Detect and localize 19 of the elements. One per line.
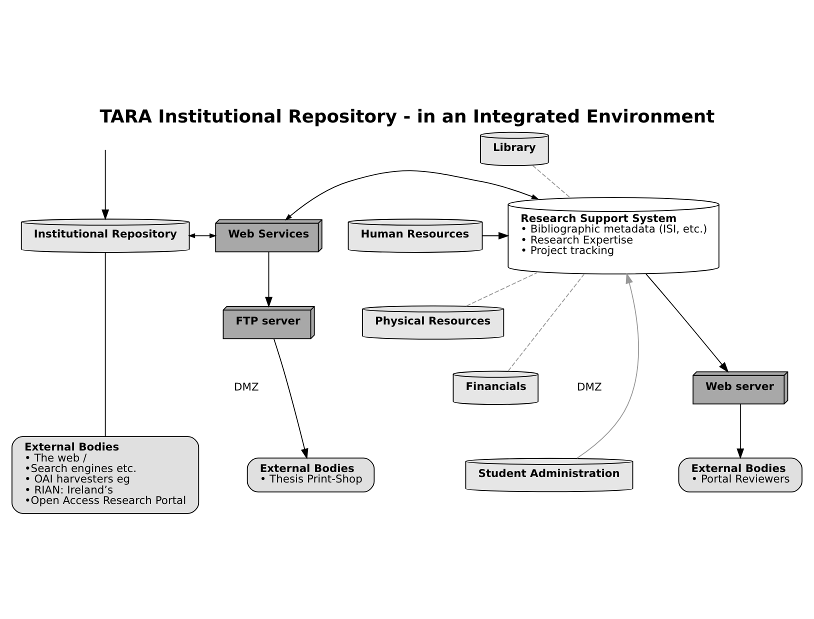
connector [104,252,106,438]
connector [508,274,585,372]
arrow [482,232,510,240]
connector [466,272,538,306]
arrow [188,233,217,238]
arrow [646,274,729,373]
arrow [273,338,308,460]
arrow [576,272,639,459]
arrow [284,170,539,221]
node-box: External Bodies • The web / •Search engines etc. • OAI harvesters eg • RIAN: Ireland’s •Open Access Research Portal [12,436,200,514]
arrow [265,251,273,308]
node-box: External Bodies • Thesis Print-Shop [246,458,375,492]
connector [532,165,571,198]
label: DMZ [234,380,259,394]
arrow [736,404,744,460]
diagram-title: TARA Institutional Repository - in an Integrated Environment [100,106,715,128]
label: DMZ [577,380,602,394]
node-box: External Bodies • Portal Reviewers [678,458,802,492]
arrow [102,149,110,220]
